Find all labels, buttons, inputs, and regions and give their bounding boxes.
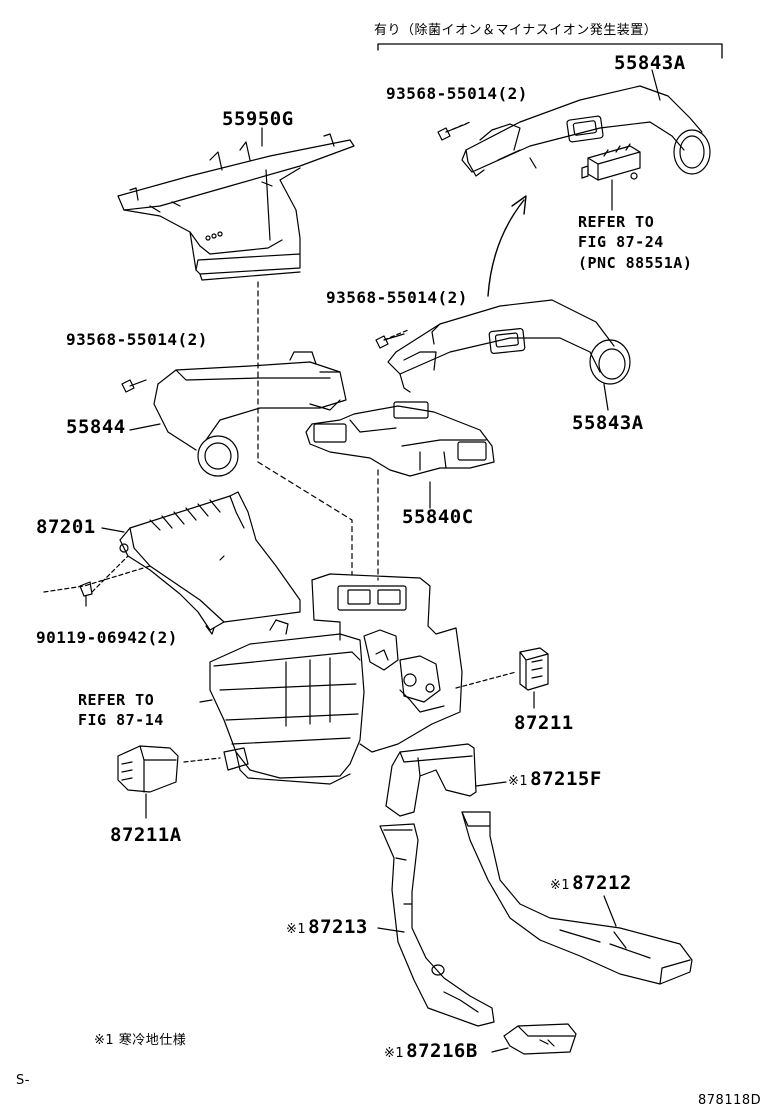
leader-55950g-diag xyxy=(257,461,353,576)
hvac-unit xyxy=(199,573,463,785)
cold-region-mark: ※1 xyxy=(384,1046,405,1061)
screw-icon xyxy=(79,581,93,607)
part-number: 87215F xyxy=(530,768,602,790)
part-label-55844: 55844 xyxy=(66,416,126,438)
part-label-87211a: 87211A xyxy=(110,824,182,846)
diagram-id: 878118D xyxy=(698,1093,760,1108)
part-label-bolt-mid: 93568-55014(2) xyxy=(326,288,468,307)
leader-87211 xyxy=(455,671,517,689)
refer-note-fig-87-14: REFER TO FIG 87-14 xyxy=(78,690,164,731)
option-bracket xyxy=(377,43,723,59)
arrow-upgrade xyxy=(487,199,525,297)
leader-87215f xyxy=(475,781,507,787)
defroster-nozzle-55950g xyxy=(117,133,355,281)
leader-87216b xyxy=(491,1047,509,1053)
part-label-55843a-mid: 55843A xyxy=(572,412,644,434)
leader-bolt-mid xyxy=(383,329,409,341)
leader-87212 xyxy=(603,895,617,927)
refer-line-1: REFER TO xyxy=(78,691,155,709)
option-header-note: 有り（除菌イオン＆マイナスイオン発生装置） xyxy=(374,23,658,38)
ion-unit-part xyxy=(581,143,641,181)
footnote-cold-region: ※1 寒冷地仕様 xyxy=(94,1033,187,1048)
part-number: 87216B xyxy=(406,1040,478,1062)
part-label-87211: 87211 xyxy=(514,712,574,734)
part-label-87201: 87201 xyxy=(36,516,96,538)
duct-87212 xyxy=(461,811,693,985)
refer-line-2: FIG 87-14 xyxy=(78,711,164,730)
part-87211 xyxy=(519,647,549,691)
duct-55843a-upper xyxy=(461,85,711,177)
bolt-icon-top xyxy=(437,123,467,141)
leader-55843a-top xyxy=(651,69,661,101)
part-87211a xyxy=(117,745,179,793)
leader-55844 xyxy=(129,423,161,431)
part-label-bolt-left: 93568-55014(2) xyxy=(66,330,208,349)
arrow-head xyxy=(511,195,527,215)
corner-mark: S- xyxy=(16,1073,30,1088)
leader-87211a xyxy=(183,757,221,763)
part-label-bolt-top: 93568-55014(2) xyxy=(386,84,528,103)
duct-87213 xyxy=(379,823,495,1027)
part-label-55950g: 55950G xyxy=(222,108,294,130)
cold-region-mark: ※1 xyxy=(550,878,571,893)
duct-87215f xyxy=(385,743,477,817)
duct-55843a-mid xyxy=(387,299,631,393)
refer-line-1: REFER TO xyxy=(578,213,655,231)
cold-region-mark: ※1 xyxy=(508,774,529,789)
cold-region-mark: ※1 xyxy=(286,922,307,937)
part-label-screw: 90119-06942(2) xyxy=(36,628,178,647)
cover-87201 xyxy=(119,491,301,635)
leader-87213 xyxy=(377,927,405,933)
bolt-icon-mid xyxy=(375,333,405,349)
part-label-55840c: 55840C xyxy=(402,506,474,528)
refer-note-fig-87-24: REFER TO FIG 87-24 (PNC 88551A) xyxy=(578,212,692,273)
leader-55843a-mid xyxy=(603,383,609,411)
leader-screw-up xyxy=(91,555,129,593)
duct-55840c xyxy=(305,401,495,477)
part-label-55843a-top: 55843A xyxy=(614,52,686,74)
part-number: 87212 xyxy=(572,872,632,894)
leader-bolt-top xyxy=(445,121,471,133)
refer-line-3: (PNC 88551A) xyxy=(578,253,693,272)
duct-55844 xyxy=(153,351,347,477)
bolt-icon-left xyxy=(121,379,147,393)
refer-line-2: FIG 87-24 xyxy=(578,233,664,252)
part-87216b xyxy=(503,1023,577,1055)
leader-screw xyxy=(43,565,151,593)
part-number: 87213 xyxy=(308,916,368,938)
leader-87201 xyxy=(101,527,125,533)
